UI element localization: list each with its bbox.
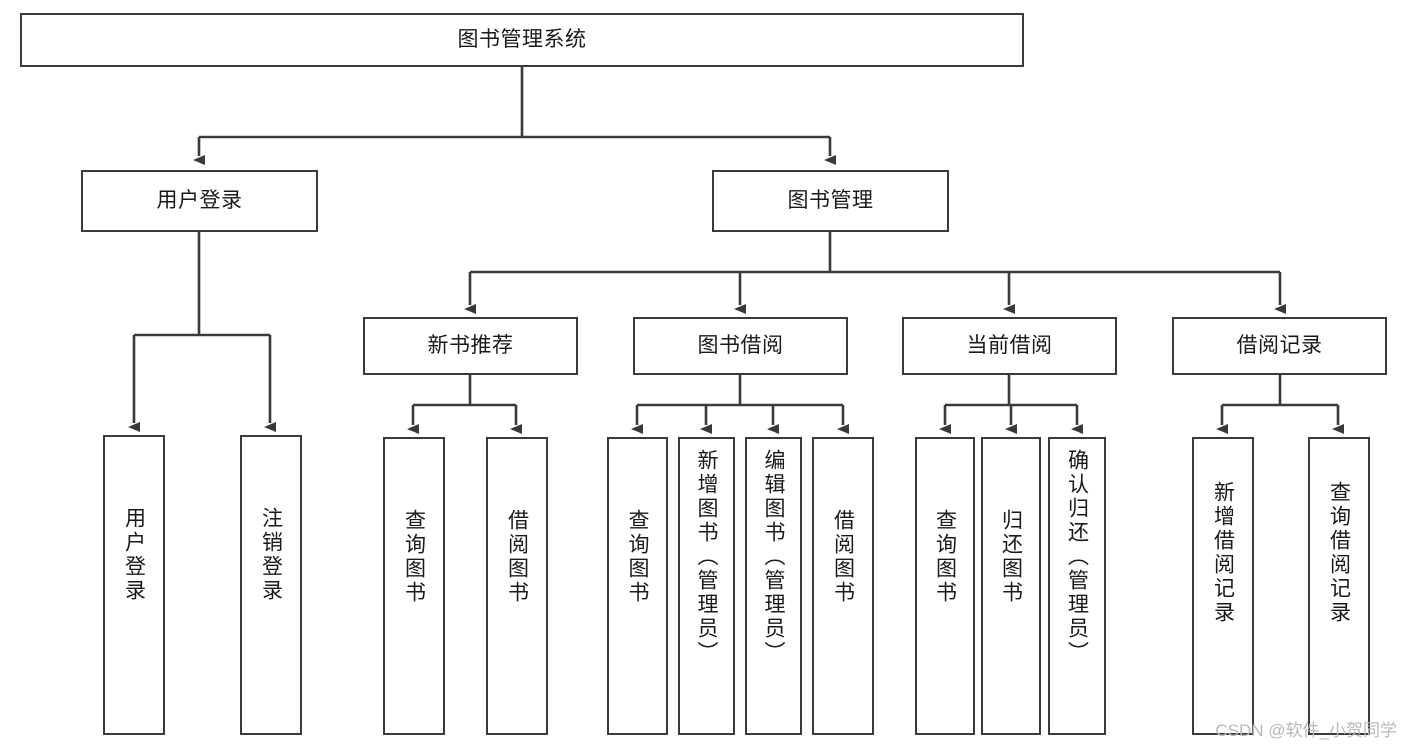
node-label: 新书推荐 <box>427 333 514 357</box>
leaf-edit-book-admin[interactable]: 编辑图书（管理员） <box>745 437 802 735</box>
node-label: 用户登录 <box>156 188 243 212</box>
leaf-user-login[interactable]: 用户登录 <box>103 435 165 735</box>
leaf-query-borrow-record[interactable]: 查询借阅记录 <box>1308 437 1370 735</box>
node-label: 查询图书 <box>402 509 426 605</box>
node-label: 图书管理系统 <box>457 27 587 51</box>
node-label: 查询图书 <box>933 509 957 605</box>
node-label: 编辑图书（管理员） <box>762 449 785 665</box>
node-current-borrow[interactable]: 当前借阅 <box>902 317 1117 375</box>
leaf-query-book-recommend[interactable]: 查询图书 <box>383 437 445 735</box>
leaf-query-book-current[interactable]: 查询图书 <box>915 437 975 735</box>
node-borrow-record[interactable]: 借阅记录 <box>1172 317 1387 375</box>
node-label: 用户登录 <box>122 507 146 603</box>
node-label: 图书管理 <box>787 188 874 212</box>
node-user-login[interactable]: 用户登录 <box>81 170 318 232</box>
node-label: 新增图书（管理员） <box>695 449 718 665</box>
node-label: 查询借阅记录 <box>1327 481 1351 625</box>
node-label: 借阅图书 <box>505 509 529 605</box>
node-book-manage[interactable]: 图书管理 <box>712 170 949 232</box>
node-label: 确认归还（管理员） <box>1065 449 1089 665</box>
leaf-add-book-admin[interactable]: 新增图书（管理员） <box>678 437 735 735</box>
leaf-borrow-book-borrow[interactable]: 借阅图书 <box>812 437 874 735</box>
node-label: 借阅记录 <box>1236 333 1323 357</box>
node-new-book-recommend[interactable]: 新书推荐 <box>363 317 578 375</box>
leaf-return-book[interactable]: 归还图书 <box>981 437 1041 735</box>
leaf-confirm-return-admin[interactable]: 确认归还（管理员） <box>1048 437 1106 735</box>
node-label: 查询图书 <box>626 509 649 605</box>
node-book-borrow[interactable]: 图书借阅 <box>633 317 848 375</box>
node-root-book-management-system[interactable]: 图书管理系统 <box>20 13 1024 67</box>
leaf-logout[interactable]: 注销登录 <box>240 435 302 735</box>
watermark-text: CSDN @软件_小贺同学 <box>1215 721 1397 740</box>
leaf-add-borrow-record[interactable]: 新增借阅记录 <box>1192 437 1254 735</box>
node-label: 新增借阅记录 <box>1211 481 1235 625</box>
leaf-query-book-borrow[interactable]: 查询图书 <box>607 437 668 735</box>
node-label: 注销登录 <box>259 507 283 603</box>
node-label: 图书借阅 <box>697 333 784 357</box>
node-label: 借阅图书 <box>831 509 855 605</box>
node-label: 当前借阅 <box>966 333 1053 357</box>
node-label: 归还图书 <box>999 509 1023 605</box>
leaf-borrow-book-recommend[interactable]: 借阅图书 <box>486 437 548 735</box>
